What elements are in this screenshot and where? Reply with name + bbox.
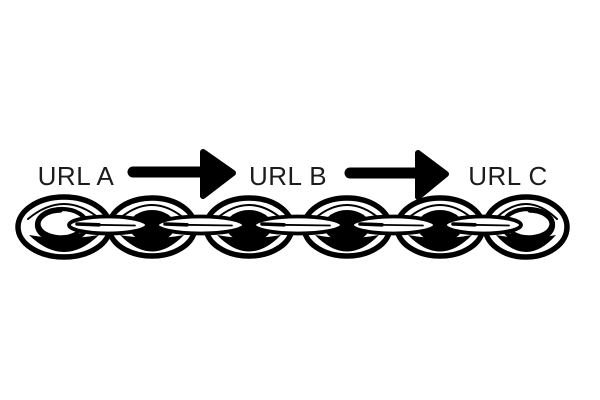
chain-graphic xyxy=(15,194,570,260)
chain-ring-bottom-shadow xyxy=(217,235,281,252)
chain-ring-bottom-shadow xyxy=(408,235,472,252)
chain-link-bar xyxy=(443,214,523,236)
arrow-layer xyxy=(127,149,449,200)
chain-bar-seam-thin xyxy=(94,223,136,227)
chain-ring-hole xyxy=(417,210,463,242)
url-c-label: URL C xyxy=(468,161,548,191)
chain-ring-bottom-shadow xyxy=(120,235,184,252)
chain-ring-top-highlight xyxy=(27,203,101,220)
right-arrow-icon xyxy=(127,149,236,199)
right-arrow-icon xyxy=(344,150,449,200)
chain-ring-hole xyxy=(129,210,175,242)
chain-link-bar xyxy=(252,214,344,236)
chain-ring-inner-shadow xyxy=(35,207,80,241)
chain-link-bar xyxy=(350,214,437,236)
label-layer: URL A URL B URL C xyxy=(38,161,548,191)
chain-ring-top-highlight xyxy=(118,204,186,220)
chain-ring-top-highlight xyxy=(494,203,558,220)
url-b-label: URL B xyxy=(249,161,327,191)
chain-ring-top-highlight xyxy=(406,204,474,220)
arrow-head xyxy=(200,149,236,199)
arrow-head xyxy=(415,150,449,200)
chain-ring-hole xyxy=(226,210,272,242)
chain-link-ring xyxy=(203,195,295,259)
chain-bar-seam-thin xyxy=(470,223,510,227)
chain-ring-inner-shadow xyxy=(510,207,555,241)
chain-ring-top-highlight xyxy=(313,204,381,220)
chain-bar-seam-thin xyxy=(279,223,331,227)
chain-ring-bottom-shadow xyxy=(315,235,379,252)
chain-link-ring xyxy=(106,195,198,259)
chain-bar-seam-thin xyxy=(182,223,233,227)
url-a-label: URL A xyxy=(38,161,115,191)
chain-ring-hole xyxy=(324,210,370,242)
chain-link-bar xyxy=(67,214,149,236)
chain-link-bar xyxy=(155,214,246,236)
chain-bar-seam-thin xyxy=(377,223,424,227)
chain-ring-top-highlight xyxy=(215,204,283,220)
